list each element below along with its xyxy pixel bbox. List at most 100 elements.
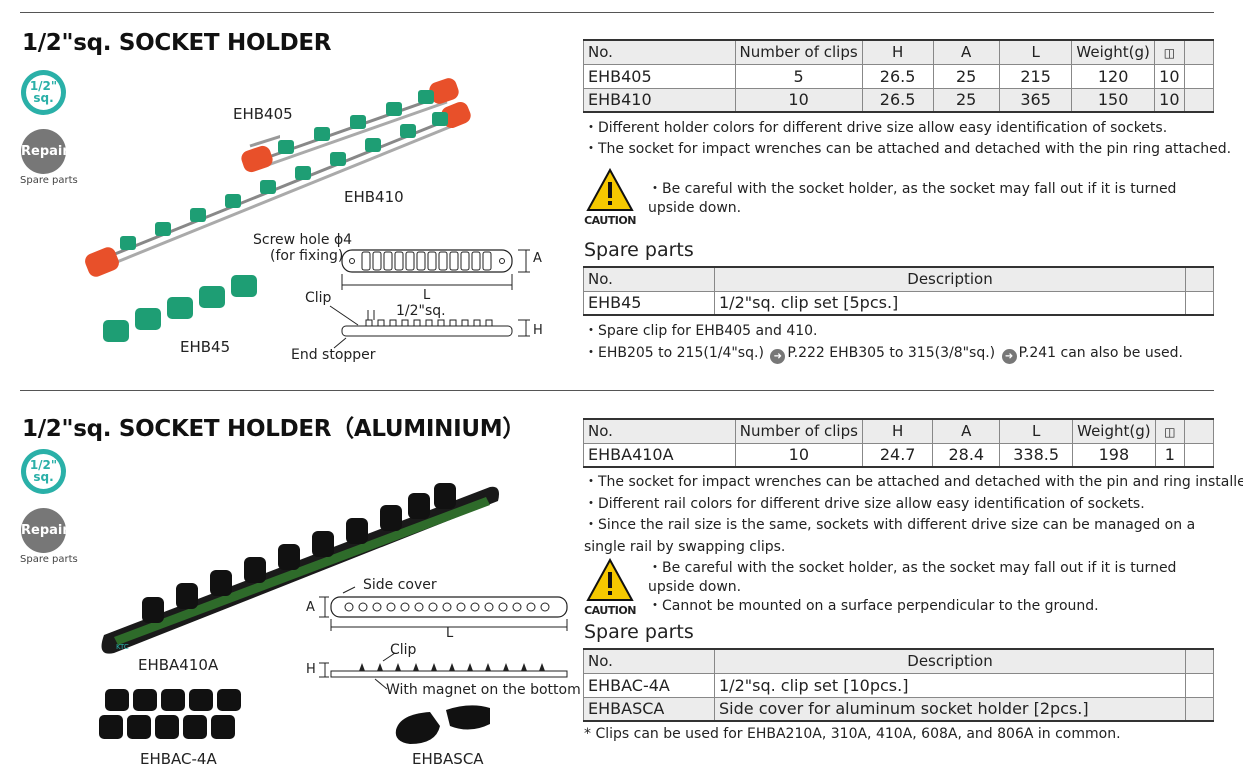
section1-title: 1/2"sq. SOCKET HOLDER bbox=[22, 30, 332, 56]
cell: 338.5 bbox=[999, 442, 1074, 468]
label-clip: Clip bbox=[390, 642, 417, 658]
col-a: A bbox=[932, 418, 1001, 444]
note: ・Different rail colors for different dri… bbox=[584, 496, 1145, 512]
caution-block: CAUTION bbox=[584, 167, 636, 227]
ref-text: ・EHB205 to 215(1/4"sq.) bbox=[584, 345, 764, 361]
size-badge-icon: 1/2"sq. bbox=[21, 449, 66, 494]
col-no: No. bbox=[583, 266, 715, 292]
col-weight: Weight(g) bbox=[1072, 418, 1156, 444]
col-a: A bbox=[932, 39, 1000, 65]
cell: 1/2"sq. clip set [5pcs.] bbox=[714, 290, 1186, 316]
cell: 10 bbox=[1153, 87, 1185, 113]
cell: 25 bbox=[932, 87, 1000, 113]
box-icon: ◫ bbox=[1163, 46, 1176, 61]
ehba-rail-illustration: KTC bbox=[101, 483, 500, 654]
label-side-cover: Side cover bbox=[363, 577, 437, 593]
cell bbox=[1183, 87, 1215, 113]
caution-word: CAUTION bbox=[584, 214, 636, 227]
cell: 24.7 bbox=[861, 442, 934, 468]
warning-triangle-icon bbox=[586, 167, 634, 211]
label-magnet: With magnet on the bottom bbox=[386, 682, 581, 698]
caution-note: ・Be careful with the socket holder, as t… bbox=[648, 560, 1177, 595]
cell: 10 bbox=[1153, 63, 1185, 89]
cell: EHBAC-4A bbox=[583, 672, 715, 698]
cell bbox=[1185, 672, 1214, 698]
repair-badge-icon: Repair bbox=[21, 129, 69, 174]
ehb405-clips bbox=[278, 90, 434, 154]
label-ehb410: EHB410 bbox=[344, 188, 404, 206]
circle-arrow-icon: ➜ bbox=[1001, 349, 1017, 364]
table-row: EHBAC-4A 1/2"sq. clip set [10pcs.] bbox=[583, 672, 1214, 698]
cell bbox=[1183, 63, 1215, 89]
cell: EHB405 bbox=[583, 63, 736, 89]
ehb405-rail bbox=[249, 134, 280, 148]
cell: 1/2"sq. clip set [10pcs.] bbox=[714, 672, 1186, 698]
dim-a-label: A bbox=[533, 251, 542, 266]
cell: 150 bbox=[1071, 87, 1155, 113]
top-rule bbox=[20, 12, 1214, 13]
label-ehba410a: EHBA410A bbox=[138, 656, 219, 674]
ehb45-clip-illustration bbox=[103, 275, 257, 342]
label-end-stopper: End stopper bbox=[291, 347, 376, 363]
spare-table-ehb: No. Description EHB45 1/2"sq. clip set [… bbox=[583, 266, 1214, 316]
label-half-sq: 1/2"sq. bbox=[396, 303, 446, 319]
cell: EHB410 bbox=[583, 87, 736, 113]
ktc-logo: KTC bbox=[116, 643, 129, 651]
ehbasca-side-cover-illustration bbox=[395, 705, 490, 744]
label-for-fixing: (for fixing) bbox=[270, 248, 344, 264]
section2-title: 1/2"sq. SOCKET HOLDER（ALUMINIUM） bbox=[22, 416, 526, 442]
ehbac4a-clips-illustration bbox=[99, 689, 241, 739]
repair-badge-icon: Repair bbox=[21, 508, 69, 553]
ehb-technical-drawing bbox=[329, 249, 530, 349]
badge-bottom: sq. bbox=[33, 470, 54, 484]
cell: 25 bbox=[932, 63, 1000, 89]
spare-parts-badge-label: Spare parts bbox=[20, 554, 78, 565]
col-no: No. bbox=[583, 648, 715, 674]
box-icon: ◫ bbox=[1164, 425, 1176, 440]
badge-top: 1/2" bbox=[29, 79, 58, 93]
col-blank bbox=[1185, 648, 1214, 674]
cell: 26.5 bbox=[861, 87, 934, 113]
dim-h-label: H bbox=[306, 662, 316, 677]
note: ・Different holder colors for different d… bbox=[584, 120, 1168, 136]
spare-note: ・Spare clip for EHB405 and 410. bbox=[584, 323, 818, 339]
table-row: EHB410 10 26.5 25 365 150 10 bbox=[583, 87, 1215, 113]
cell: 1 bbox=[1154, 442, 1186, 468]
spare-parts-title: Spare parts bbox=[584, 239, 694, 261]
cell: 120 bbox=[1071, 63, 1155, 89]
col-description: Description bbox=[714, 648, 1186, 674]
badge-top: 1/2" bbox=[29, 458, 58, 472]
cell bbox=[1185, 696, 1214, 722]
col-description: Description bbox=[714, 266, 1186, 292]
label-screw-hole: Screw hole ϕ4 bbox=[253, 232, 353, 248]
spec-table-ehb: No. Number of clips H A L Weight(g) ◫ EH… bbox=[583, 39, 1215, 113]
ehba-clips bbox=[142, 483, 456, 623]
dim-h-label: H bbox=[533, 323, 543, 338]
label-ehb45: EHB45 bbox=[180, 338, 231, 356]
col-qty: ◫ bbox=[1153, 39, 1185, 65]
ehb-rails-illustration bbox=[249, 134, 280, 148]
spec-table-ehba: No. Number of clips H A L Weight(g) ◫ EH… bbox=[583, 418, 1214, 468]
cell: 10 bbox=[734, 87, 863, 113]
spare-note-ref: ・EHB205 to 215(1/4"sq.) ➜P.222 EHB305 to… bbox=[584, 342, 1183, 364]
footnote: * Clips can be used for EHBA210A, 310A, … bbox=[584, 726, 1121, 742]
ehb-rails-drawing bbox=[85, 78, 471, 277]
label-clip: Clip bbox=[305, 290, 332, 306]
note: ・The socket for impact wrenches can be a… bbox=[584, 474, 1243, 490]
col-qty: ◫ bbox=[1154, 418, 1186, 444]
dim-l-label: L bbox=[423, 288, 431, 303]
cell: EHBA410A bbox=[583, 442, 736, 468]
col-no: No. bbox=[583, 39, 736, 65]
note: ・The socket for impact wrenches can be a… bbox=[584, 141, 1232, 157]
badge-bottom: sq. bbox=[33, 91, 54, 105]
label-ehb405: EHB405 bbox=[233, 105, 293, 123]
table-row: EHBA410A 10 24.7 28.4 338.5 198 1 bbox=[583, 442, 1214, 468]
size-badge-icon: 1/2"sq. bbox=[21, 70, 66, 115]
ref-text: P.241 can also be used. bbox=[1018, 345, 1183, 361]
cell: 26.5 bbox=[861, 63, 934, 89]
cell: 215 bbox=[998, 63, 1073, 89]
cell: 28.4 bbox=[932, 442, 1001, 468]
col-clips: Number of clips bbox=[734, 39, 863, 65]
col-blank bbox=[1183, 39, 1215, 65]
col-l: L bbox=[999, 418, 1074, 444]
